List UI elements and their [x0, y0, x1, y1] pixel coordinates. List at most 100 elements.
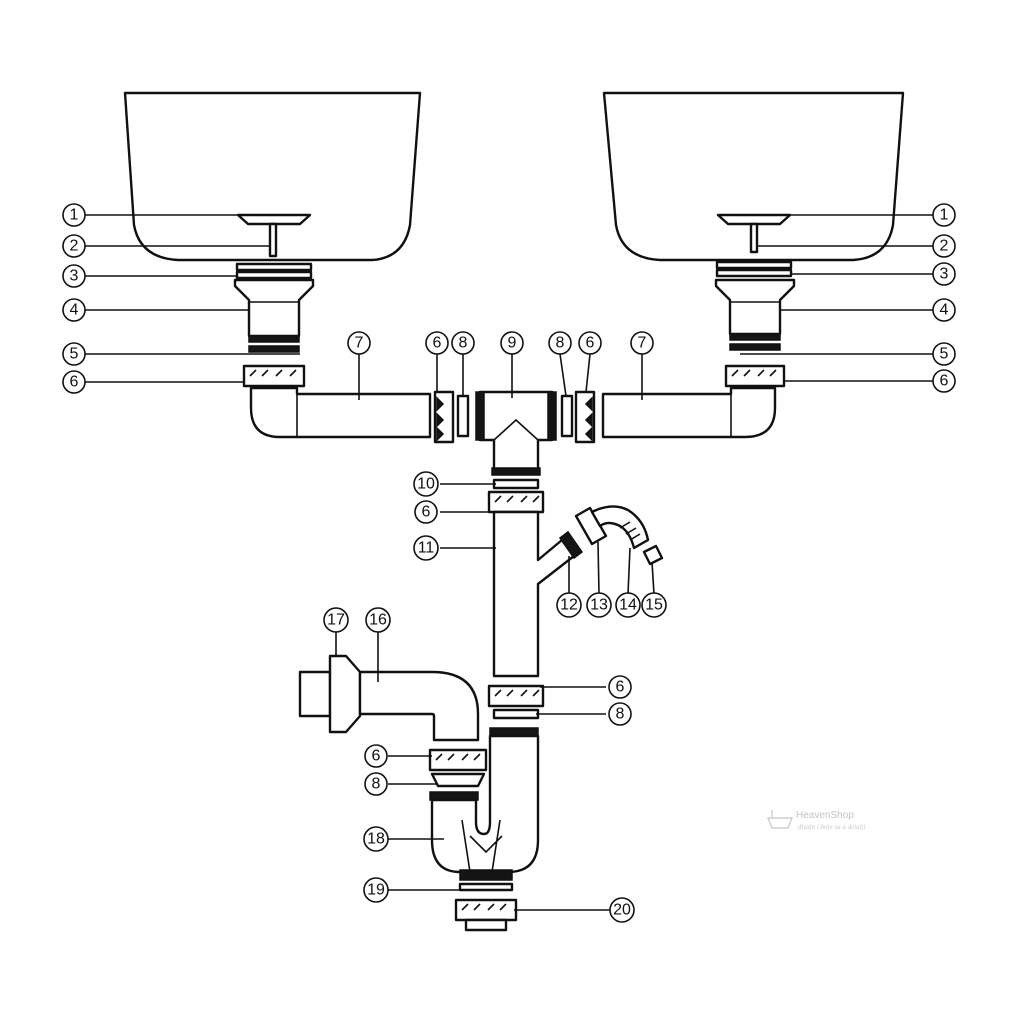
svg-text:6: 6	[372, 748, 381, 765]
watermark-brand: HeavenShop	[796, 810, 854, 821]
svg-text:20: 20	[613, 902, 631, 919]
svg-text:13: 13	[590, 597, 608, 614]
left-sink-bowl	[123, 91, 422, 262]
callout-7-left: 7	[347, 331, 371, 355]
left-horizontal-seal	[456, 394, 470, 438]
svg-text:8: 8	[372, 776, 381, 793]
upper-vertical-nut	[487, 490, 545, 514]
callout-17: 17	[323, 607, 349, 633]
callout-4-left: 4	[62, 298, 86, 322]
svg-text:16: 16	[369, 612, 387, 629]
callout-18: 18	[363, 826, 389, 852]
svg-text:6: 6	[433, 335, 442, 352]
callout-8-tee-left: 8	[451, 331, 475, 355]
callout-8-trap: 8	[364, 772, 388, 796]
callout-19: 19	[363, 877, 389, 903]
callout-6-right: 6	[932, 369, 956, 393]
svg-text:8: 8	[459, 335, 468, 352]
callout-11: 11	[413, 535, 439, 561]
lower-vertical-washer	[492, 708, 540, 720]
svg-text:6: 6	[940, 373, 949, 390]
bathtub-icon	[766, 810, 794, 829]
svg-text:6: 6	[616, 679, 625, 696]
svg-text:7: 7	[638, 335, 647, 352]
svg-text:2: 2	[940, 238, 949, 255]
right-horizontal-seal	[560, 394, 574, 438]
svg-text:2: 2	[70, 238, 79, 255]
callout-6-tee-left: 6	[425, 331, 449, 355]
svg-text:18: 18	[367, 831, 385, 848]
callout-14: 14	[615, 592, 641, 618]
right-basket-body	[714, 278, 796, 341]
right-o-ring	[729, 343, 781, 351]
leader-lines	[85, 214, 933, 911]
tee-lower-washer	[492, 478, 540, 490]
callout-5-left: 5	[62, 342, 86, 366]
svg-text:9: 9	[508, 335, 517, 352]
callout-2-right: 2	[932, 234, 956, 258]
callout-6-left: 6	[62, 370, 86, 394]
svg-text:8: 8	[556, 335, 565, 352]
callout-13: 13	[586, 592, 612, 618]
callout-8-tee-right: 8	[548, 331, 572, 355]
callout-3-right: 3	[932, 262, 956, 286]
svg-text:11: 11	[418, 540, 435, 557]
svg-text:6: 6	[422, 504, 431, 521]
trap-body	[429, 727, 540, 874]
left-horizontal-nut	[433, 390, 455, 444]
branch-nut	[574, 506, 608, 546]
svg-text:17: 17	[327, 612, 345, 629]
left-o-ring	[248, 345, 300, 353]
callout-10: 10	[413, 471, 439, 497]
callout-15: 15	[641, 592, 667, 618]
svg-text:14: 14	[619, 597, 637, 614]
callout-3-left: 3	[62, 264, 86, 288]
trap-bottom-washer	[458, 882, 514, 892]
callout-6-vertical-upper: 6	[414, 500, 438, 524]
callout-5-right: 5	[932, 342, 956, 366]
lower-vertical-nut	[487, 684, 545, 708]
right-elbow-pipe	[601, 386, 777, 439]
svg-text:7: 7	[355, 335, 364, 352]
callout-12: 12	[556, 592, 582, 618]
svg-text:12: 12	[560, 597, 578, 614]
callout-8-vertical-lower: 8	[608, 702, 632, 726]
trap-side-nut	[428, 748, 488, 772]
callout-16: 16	[365, 607, 391, 633]
svg-text:1: 1	[70, 207, 79, 224]
callout-9: 9	[500, 331, 524, 355]
callouts: 1 2 3 4 5 6 1 2 3 4 5 6 7 6 8 9 8 6 7 10…	[62, 203, 956, 923]
svg-text:4: 4	[70, 302, 79, 319]
callout-6-trap: 6	[364, 744, 388, 768]
callout-2-left: 2	[62, 234, 86, 258]
hose-adapter	[590, 505, 650, 550]
trap-cleanout-cap	[454, 898, 518, 932]
callout-6-tee-right: 6	[578, 331, 602, 355]
callout-1-right: 1	[932, 203, 956, 227]
trap-bottom-seal	[459, 869, 513, 881]
svg-text:19: 19	[367, 882, 385, 899]
tee-bottom-thread	[491, 467, 541, 476]
svg-text:5: 5	[70, 346, 79, 363]
svg-text:15: 15	[645, 597, 663, 614]
right-strainer-plug	[716, 213, 792, 254]
left-washer	[235, 262, 313, 280]
left-strainer-plug	[236, 213, 312, 258]
callout-6-vertical-lower: 6	[608, 675, 632, 699]
heavenshop-watermark: HeavenShop dizajn i boje su u detalji	[766, 810, 866, 831]
left-elbow-pipe	[249, 386, 432, 439]
callout-7-right: 7	[630, 331, 654, 355]
left-basket-body	[233, 278, 315, 343]
svg-text:8: 8	[616, 706, 625, 723]
svg-text:3: 3	[940, 266, 949, 283]
trap-outlet-pipe	[298, 654, 480, 742]
svg-text:10: 10	[417, 476, 435, 493]
callout-4-right: 4	[932, 298, 956, 322]
trap-side-washer	[430, 772, 486, 788]
branch-seal	[558, 530, 584, 560]
tee-piece	[475, 390, 557, 472]
svg-text:6: 6	[586, 335, 595, 352]
svg-text:5: 5	[940, 346, 949, 363]
svg-text:3: 3	[70, 268, 79, 285]
